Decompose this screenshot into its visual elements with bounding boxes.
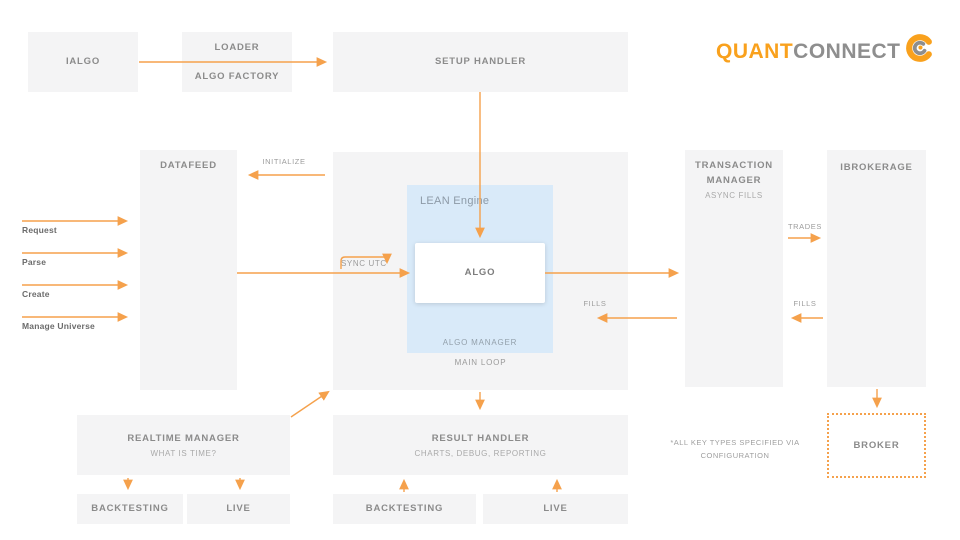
- box-backtesting-left: BACKTESTING: [77, 494, 183, 524]
- configuration-note: *ALL KEY TYPES SPECIFIED VIA CONFIGURATI…: [655, 437, 815, 463]
- realtime-manager-subtitle: WHAT IS TIME?: [150, 449, 217, 458]
- ibrokerage-title: IBROKERAGE: [840, 162, 913, 173]
- transaction-manager-subtitle: ASYNC FILLS: [705, 191, 763, 201]
- box-realtime-manager: REALTIME MANAGER WHAT IS TIME?: [77, 415, 290, 475]
- live-center-title: LIVE: [543, 503, 568, 515]
- algo-title: ALGO: [464, 267, 496, 279]
- logo-quant-text: QUANT: [716, 39, 794, 63]
- label-initialize: INITIALIZE: [262, 157, 306, 166]
- box-setup-handler: SETUP HANDLER: [333, 32, 628, 92]
- box-live-center: LIVE: [483, 494, 628, 524]
- box-transaction-manager: TRANSACTION MANAGER ASYNC FILLS: [685, 150, 783, 387]
- lean-engine-label: LEAN Engine: [420, 195, 490, 207]
- logo-connect-text: CONNECT: [793, 39, 901, 63]
- box-datafeed: DATAFEED: [140, 150, 237, 390]
- arrow-realtime-to-main-loop: [290, 390, 330, 418]
- label-sync-utc: SYNC UTC: [341, 259, 387, 268]
- result-handler-subtitle: CHARTS, DEBUG, REPORTING: [414, 449, 547, 458]
- realtime-manager-title: REALTIME MANAGER: [127, 432, 240, 444]
- box-result-handler: RESULT HANDLER CHARTS, DEBUG, REPORTING: [333, 415, 628, 475]
- algo-manager-caption: ALGO MANAGER: [442, 338, 518, 347]
- box-broker: BROKER: [827, 413, 926, 478]
- label-fills-inner: FILLS: [583, 299, 607, 308]
- quantconnect-swirl-icon: [905, 34, 934, 62]
- label-create: Create: [22, 289, 50, 299]
- live-left-title: LIVE: [226, 503, 251, 515]
- label-fills-outer: FILLS: [793, 299, 817, 308]
- label-request: Request: [22, 225, 57, 235]
- label-trades: TRADES: [787, 222, 823, 231]
- box-backtesting-center: BACKTESTING: [333, 494, 476, 524]
- broker-title: BROKER: [853, 439, 900, 451]
- label-manage-universe: Manage Universe: [22, 321, 95, 331]
- setup-handler-title: SETUP HANDLER: [435, 56, 526, 68]
- transaction-manager-title: TRANSACTION MANAGER: [695, 160, 773, 187]
- datafeed-title: DATAFEED: [160, 160, 217, 171]
- label-parse: Parse: [22, 257, 47, 267]
- ialgo-title: IALGO: [65, 56, 101, 68]
- backtesting-center-title: BACKTESTING: [365, 503, 444, 515]
- backtesting-left-title: BACKTESTING: [91, 503, 169, 515]
- note-line2: CONFIGURATION: [700, 450, 770, 460]
- result-handler-title: RESULT HANDLER: [431, 432, 530, 444]
- box-algo: ALGO: [415, 243, 545, 303]
- box-ialgo: IALGO: [28, 32, 138, 92]
- box-loader-algo-factory: LOADER ALGO FACTORY: [182, 32, 292, 92]
- note-line1: *ALL KEY TYPES SPECIFIED VIA: [670, 438, 800, 447]
- box-live-left: LIVE: [187, 494, 290, 524]
- box-ibrokerage: IBROKERAGE: [827, 150, 926, 387]
- algo-factory-title: ALGO FACTORY: [194, 70, 280, 82]
- loader-title: LOADER: [214, 42, 260, 54]
- main-loop-caption: MAIN LOOP: [454, 358, 507, 367]
